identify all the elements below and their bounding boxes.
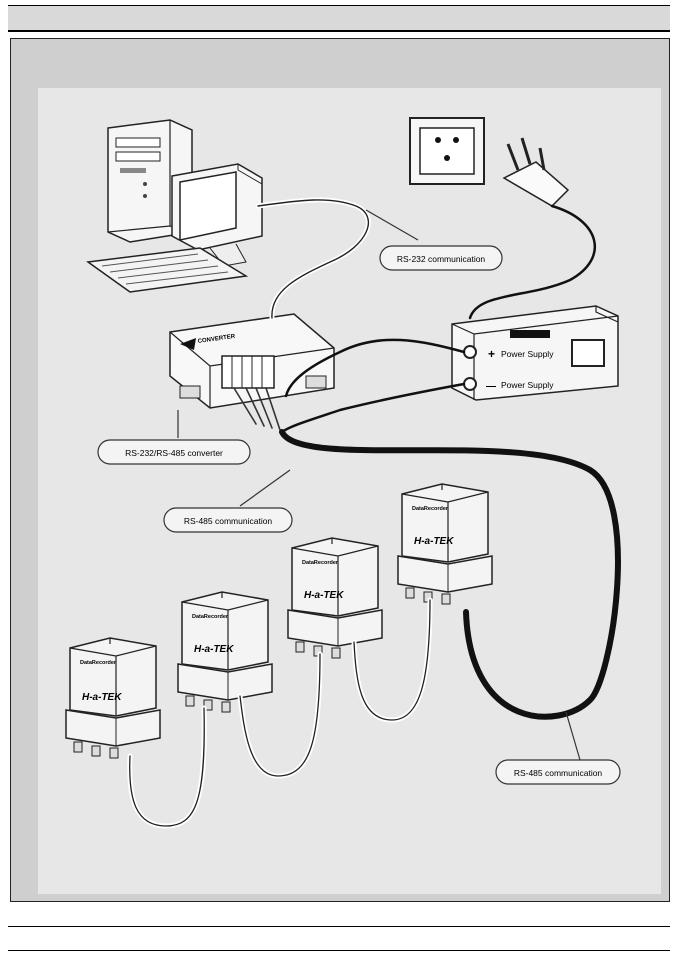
header-bar	[8, 5, 670, 32]
plus-sign: +	[488, 347, 495, 361]
converter-icon	[169, 313, 335, 409]
callout-rs232	[365, 209, 503, 271]
psu-plus-label: Power Supply	[501, 349, 554, 359]
converter-label: RS-232/RS-485 converter	[125, 448, 223, 458]
minus-sign: —	[486, 381, 496, 392]
rs485-bottom-label: RS-485 communication	[514, 768, 603, 778]
recorder-3-brand: H-a-TEK	[304, 590, 344, 601]
power-supply-icon	[451, 305, 619, 401]
psu-minus-label: Power Supply	[501, 380, 554, 390]
recorder-4-model: DataRecorder	[412, 506, 449, 512]
callout-rs485-bottom	[495, 711, 621, 785]
converter-brand: CONVERTER	[197, 334, 236, 345]
computer-icon	[86, 119, 263, 293]
callout-converter	[97, 410, 251, 465]
recorder-2-brand: H-a-TEK	[194, 644, 234, 655]
recorder-2-model: DataRecorder	[192, 614, 229, 620]
recorder-3-model: DataRecorder	[302, 560, 339, 566]
recorder-1-brand: H-a-TEK	[82, 692, 122, 703]
footer-rule-top	[8, 926, 670, 927]
footer-rule-bottom	[8, 950, 670, 951]
callout-rs485-top	[163, 469, 293, 533]
recorder-4-brand: H-a-TEK	[414, 536, 454, 547]
wall-socket-icon	[409, 117, 485, 185]
rs485-top-label: RS-485 communication	[184, 516, 273, 526]
power-plug-icon	[502, 137, 570, 207]
cables	[127, 197, 621, 829]
recorder-1-model: DataRecorder	[80, 660, 117, 666]
rs232-label: RS-232 communication	[397, 254, 486, 264]
